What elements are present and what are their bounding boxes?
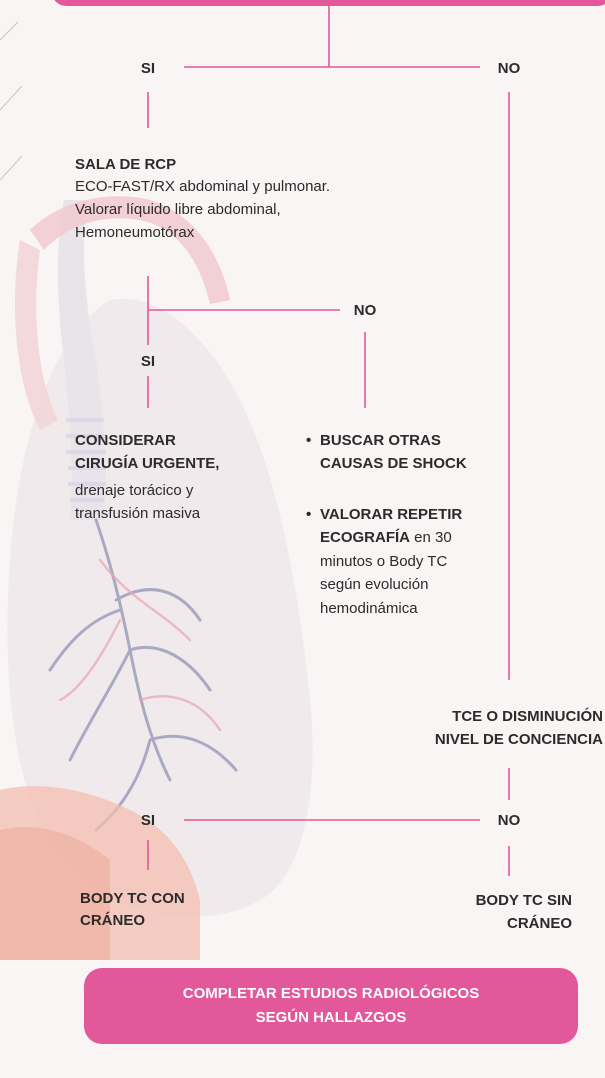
decision1-yes-label: SI (128, 58, 168, 80)
tce-node-line-2: NIVEL DE CONCIENCIA (360, 729, 603, 751)
shock-item1-line-1: BUSCAR OTRAS (320, 430, 441, 452)
shock-item2-inline: en 30 (410, 529, 452, 546)
surgery-node-line-1: drenaje torácico y (75, 480, 193, 502)
decision2-yes-label: SI (128, 351, 168, 373)
shock-item2-line-2: ECOGRAFÍA en 30 (320, 527, 452, 549)
shock-item2-line-4: según evolución (320, 574, 428, 596)
previous-node-bar (52, 0, 605, 6)
body-tc-con-line-1: BODY TC CON (80, 888, 185, 910)
shock-item2-line-3: minutos o Body TC (320, 551, 447, 573)
rcp-node-line-1: ECO-FAST/RX abdominal y pulmonar. (75, 176, 330, 198)
body-tc-sin-line-1: BODY TC SIN (400, 890, 572, 912)
body-tc-con-line-2: CRÁNEO (80, 910, 145, 932)
decision3-no-label: NO (486, 810, 532, 832)
rcp-node-title: SALA DE RCP (75, 154, 176, 176)
final-node: COMPLETAR ESTUDIOS RADIOLÓGICOS SEGÚN HA… (84, 968, 578, 1044)
rcp-node-line-3: Hemoneumotórax (75, 222, 194, 244)
shock-item2-bold-2: ECOGRAFÍA (320, 529, 410, 546)
tce-node-line-1: TCE O DISMINUCIÓN (360, 706, 603, 728)
final-node-line-2: SEGÚN HALLAZGOS (256, 1006, 407, 1030)
rcp-node-line-2: Valorar líquido libre abdominal, (75, 199, 281, 221)
shock-bullet-1: • (306, 430, 311, 452)
decision1-no-label: NO (486, 58, 532, 80)
shock-item2-line-5: hemodinámica (320, 598, 418, 620)
final-node-line-1: COMPLETAR ESTUDIOS RADIOLÓGICOS (183, 982, 479, 1006)
decision3-yes-label: SI (128, 810, 168, 832)
decision2-no-label: NO (342, 300, 388, 322)
body-tc-sin-line-2: CRÁNEO (400, 913, 572, 935)
surgery-node-line-2: transfusión masiva (75, 503, 200, 525)
shock-bullet-2: • (306, 504, 311, 526)
surgery-node-title-2: CIRUGÍA URGENTE, (75, 453, 219, 475)
shock-item2-bold-1: VALORAR REPETIR (320, 504, 462, 526)
shock-item1-line-2: CAUSAS DE SHOCK (320, 453, 467, 475)
surgery-node-title-1: CONSIDERAR (75, 430, 176, 452)
